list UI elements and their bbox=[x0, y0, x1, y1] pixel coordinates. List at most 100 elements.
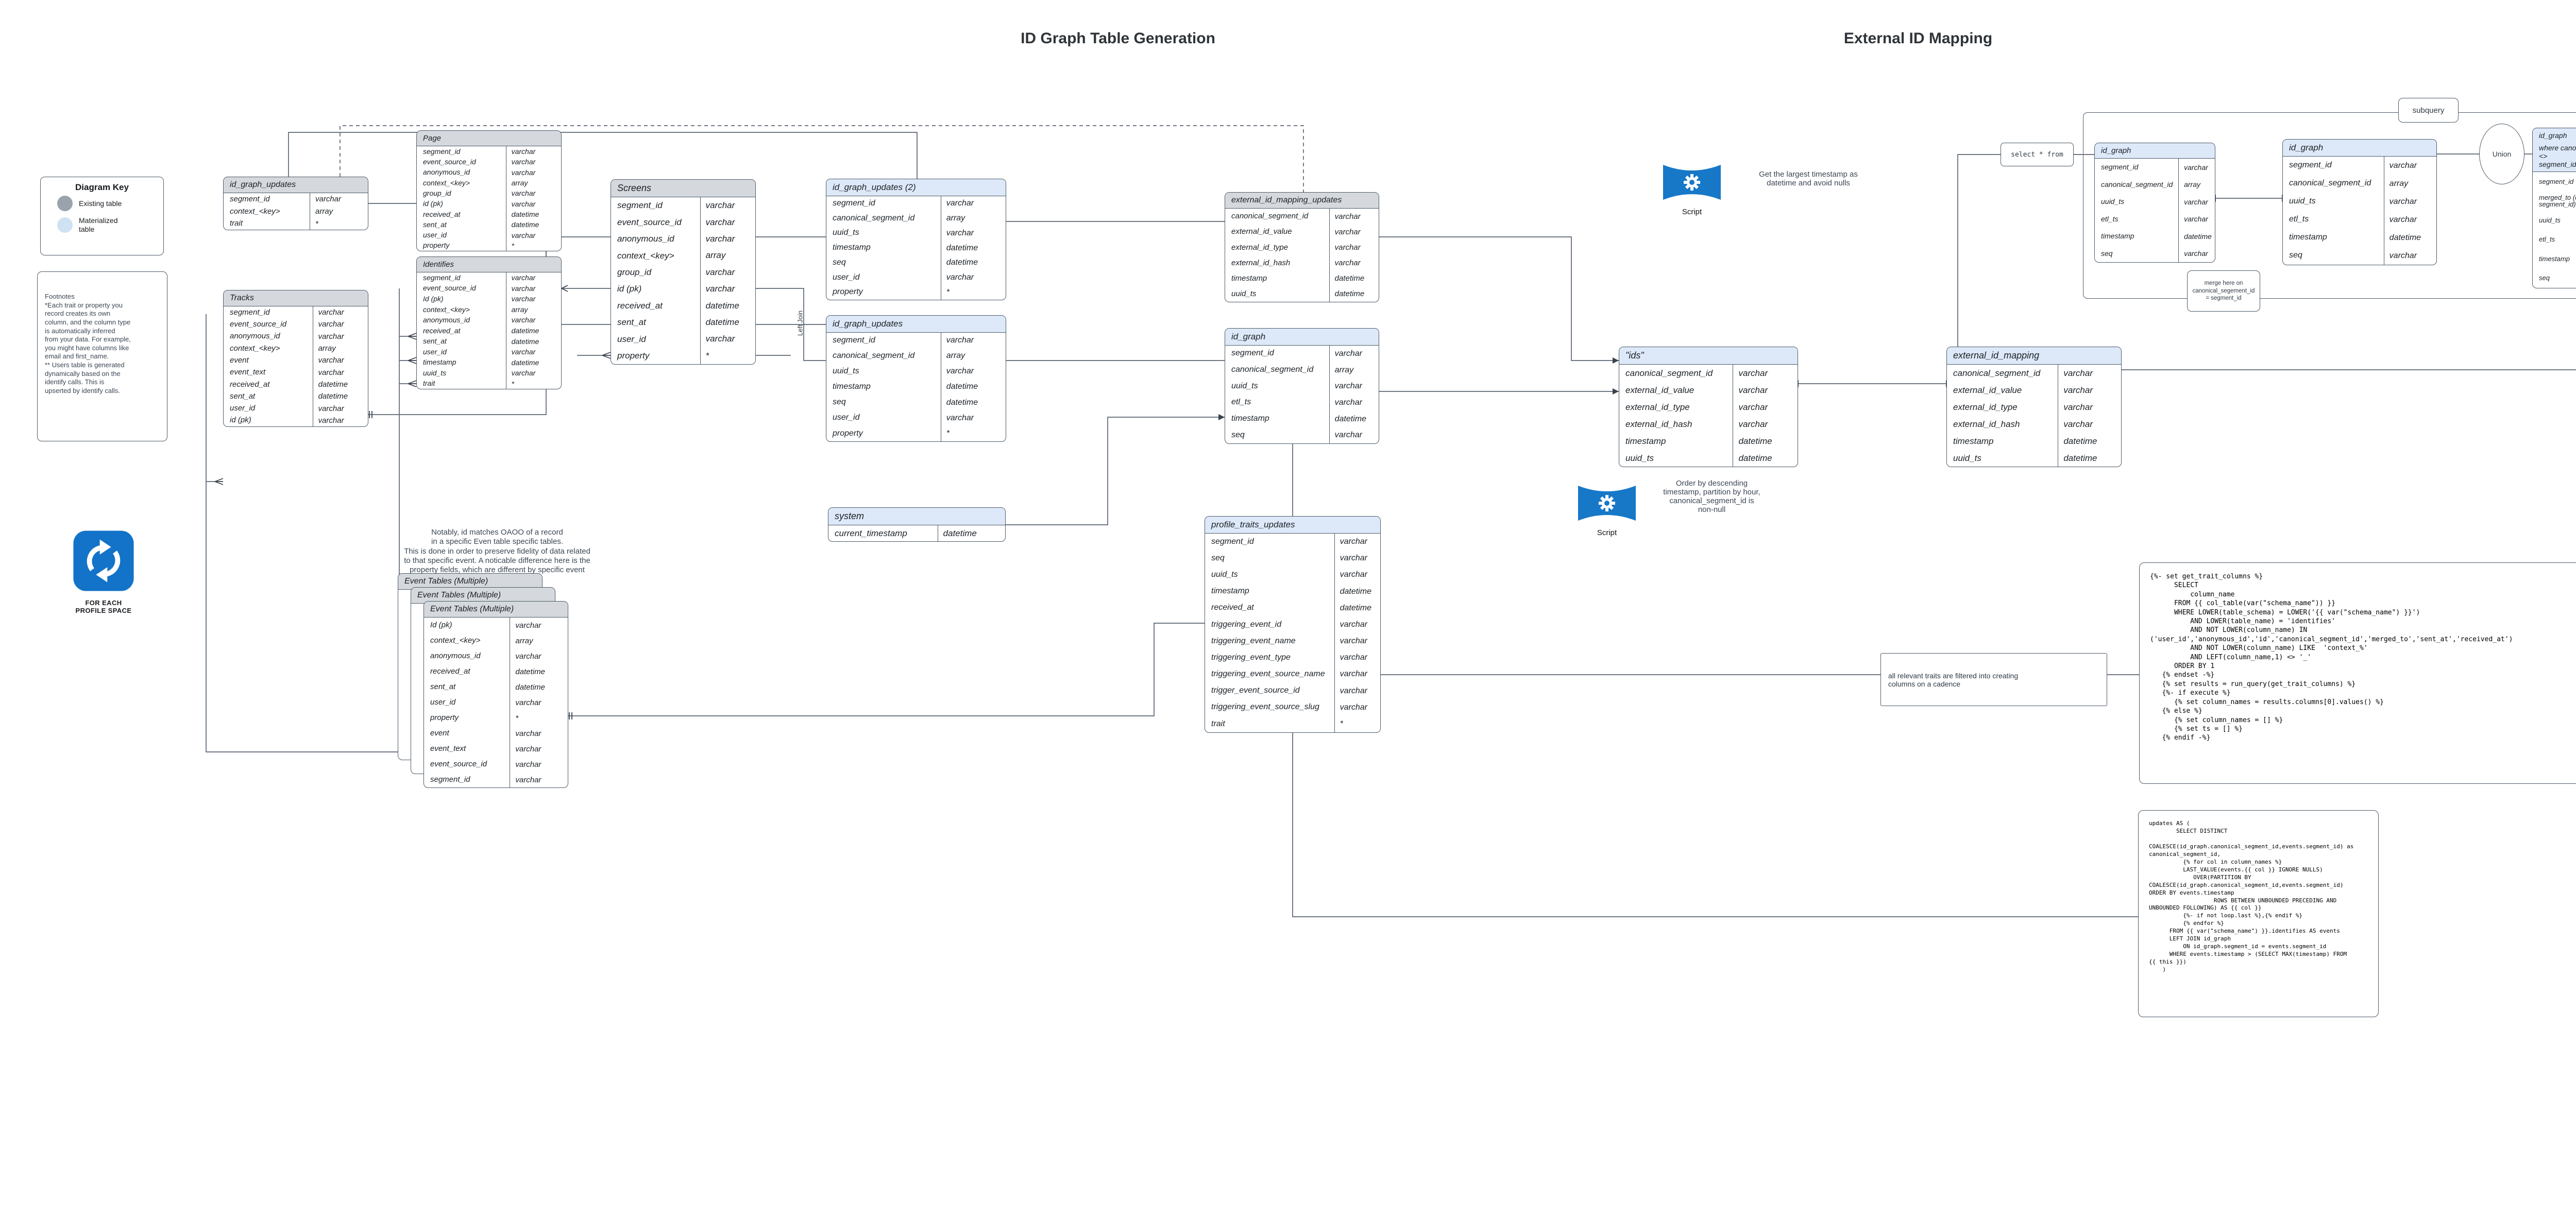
table-title: Event Tables (Multiple) bbox=[398, 574, 542, 590]
column-name: user_id bbox=[826, 410, 941, 426]
column-type: datetime bbox=[318, 380, 348, 389]
column-name: anonymous_id bbox=[424, 648, 511, 664]
column-name: timestamp bbox=[826, 241, 941, 255]
column-type: varchar bbox=[318, 416, 344, 425]
column-type: array bbox=[2389, 179, 2409, 188]
column-type: varchar bbox=[946, 413, 974, 422]
column-name: Id (pk) bbox=[417, 294, 506, 304]
column-name: canonical_segment_id bbox=[2095, 176, 2179, 193]
column-name: context_<key> bbox=[611, 247, 701, 264]
column-name: external_id_type bbox=[1947, 399, 2059, 416]
column-name: segment_id bbox=[2283, 157, 2384, 175]
column-name: event_source_id bbox=[417, 283, 506, 294]
sync-icon bbox=[73, 530, 134, 591]
table-row: id (pk)varchar bbox=[611, 281, 755, 298]
connector-13 bbox=[568, 623, 1205, 719]
column-name: canonical_segment_id bbox=[826, 348, 941, 364]
column-name: event bbox=[224, 354, 313, 367]
column-type: varchar bbox=[2184, 249, 2208, 258]
column-type: array bbox=[318, 344, 336, 353]
column-type: varchar bbox=[511, 168, 536, 177]
table-row: uuid_ts varchar bbox=[417, 367, 561, 379]
column-name: context_<key> bbox=[424, 633, 511, 648]
column-type: varchar bbox=[705, 334, 735, 344]
column-name: uuid_ts bbox=[2533, 211, 2576, 230]
column-name: trigger_event_source_id bbox=[1205, 682, 1335, 699]
column-type: varchar bbox=[946, 228, 974, 237]
column-type: datetime bbox=[2389, 233, 2421, 242]
column-name: received_at bbox=[417, 209, 506, 220]
column-name: external_id_value bbox=[1225, 224, 1330, 240]
column-type: varchar bbox=[1334, 243, 1361, 252]
column-name: current_timestamp bbox=[828, 525, 938, 541]
column-name: uuid_ts bbox=[826, 226, 941, 241]
column-type: varchar bbox=[1738, 402, 1768, 412]
column-type: varchar bbox=[511, 231, 536, 239]
column-type: varchar bbox=[511, 369, 536, 378]
column-name: trait bbox=[417, 378, 506, 389]
merge-note: merge here on canonical_segement_id = se… bbox=[2187, 270, 2260, 312]
column-type: datetime bbox=[2184, 232, 2212, 241]
column-type: varchar bbox=[1334, 212, 1361, 221]
column-type: varchar bbox=[318, 308, 344, 317]
table-row: merged_to (canonical segment_id)array bbox=[2533, 192, 2576, 211]
table-row: timestamp datetime bbox=[1205, 583, 1380, 600]
column-name: uuid_ts bbox=[417, 367, 506, 379]
diagram-key: Diagram Key Existing table Materialized … bbox=[40, 177, 164, 255]
column-type: datetime bbox=[318, 392, 348, 401]
table-title: system bbox=[828, 508, 1005, 525]
column-type: datetime bbox=[946, 382, 978, 391]
column-name: timestamp bbox=[1205, 583, 1335, 600]
table-row: context_<key>array bbox=[224, 342, 368, 355]
column-name: trait bbox=[1205, 715, 1335, 732]
column-type: varchar bbox=[511, 295, 536, 303]
column-name: id (pk) bbox=[417, 198, 506, 209]
column-name: segment_id bbox=[826, 333, 941, 349]
column-type: * bbox=[515, 713, 519, 723]
column-name: timestamp bbox=[417, 357, 506, 368]
column-name: segment_id bbox=[2095, 159, 2179, 176]
column-name: event_source_id bbox=[417, 157, 506, 167]
column-type: * bbox=[705, 350, 709, 361]
column-type: varchar bbox=[1340, 686, 1367, 695]
column-type: datetime bbox=[511, 337, 539, 346]
column-name: sent_at bbox=[417, 219, 506, 230]
column-type: varchar bbox=[2389, 215, 2417, 224]
column-name: etl_ts bbox=[2095, 210, 2179, 228]
column-name: property bbox=[611, 347, 701, 364]
section-title-id-graph: ID Graph Table Generation bbox=[1021, 30, 1215, 47]
column-type: array bbox=[511, 179, 528, 187]
column-type: varchar bbox=[511, 158, 536, 166]
connector-1 bbox=[288, 132, 918, 179]
column-name: segment_id bbox=[1205, 534, 1335, 551]
column-type: datetime bbox=[946, 243, 978, 252]
column-name: timestamp bbox=[2533, 249, 2576, 269]
column-type: datetime bbox=[1340, 587, 1371, 596]
select-from-box: select * from bbox=[2001, 143, 2074, 166]
